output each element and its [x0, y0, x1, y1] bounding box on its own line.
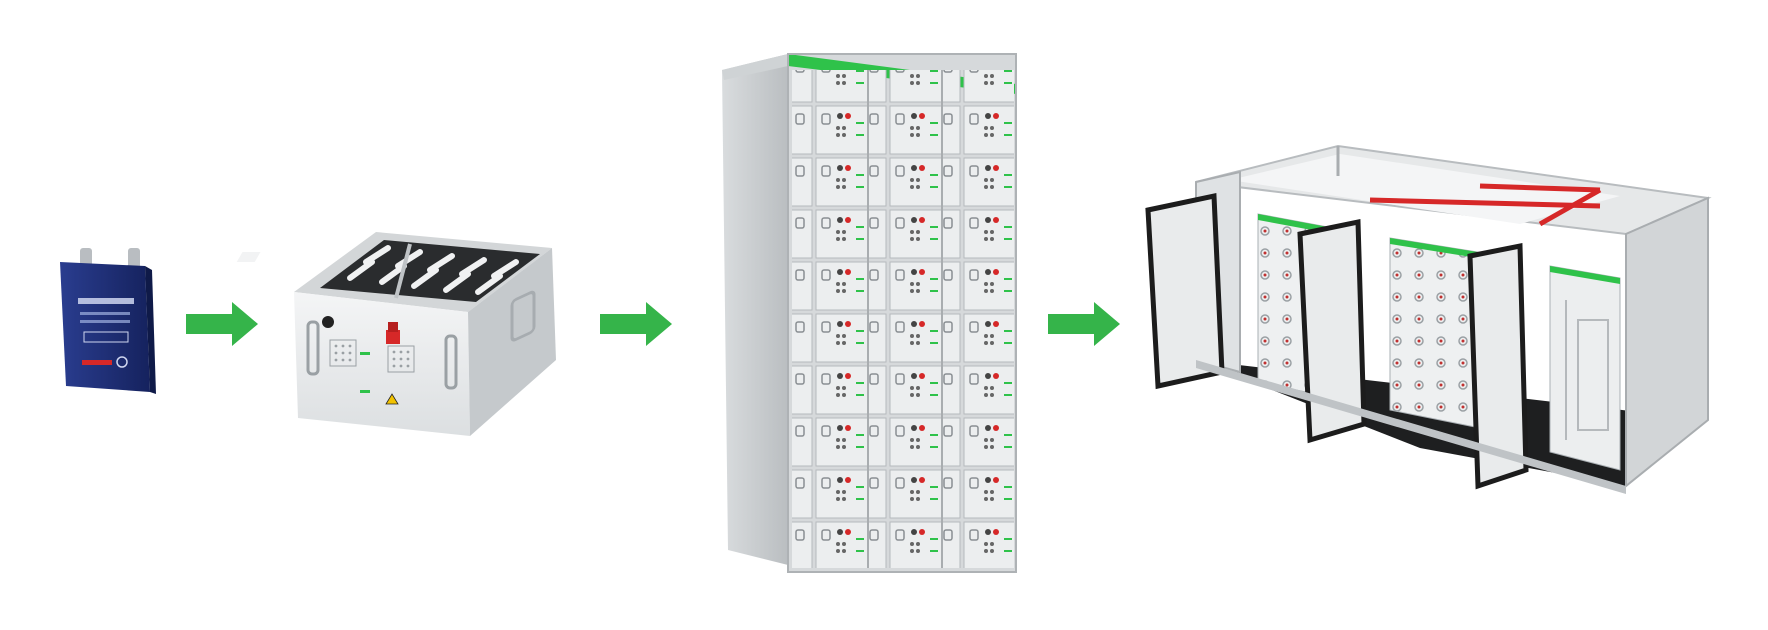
- container-storage-system-icon: [1145, 144, 1712, 494]
- right-arrow-icon: [186, 302, 258, 346]
- battery-rack-cabinet-icon: [722, 53, 1017, 573]
- battery-cell-icon: [60, 248, 156, 394]
- right-arrow-icon: [600, 302, 672, 346]
- battery-module-icon: [236, 232, 556, 436]
- right-arrow-icon: [1048, 302, 1120, 346]
